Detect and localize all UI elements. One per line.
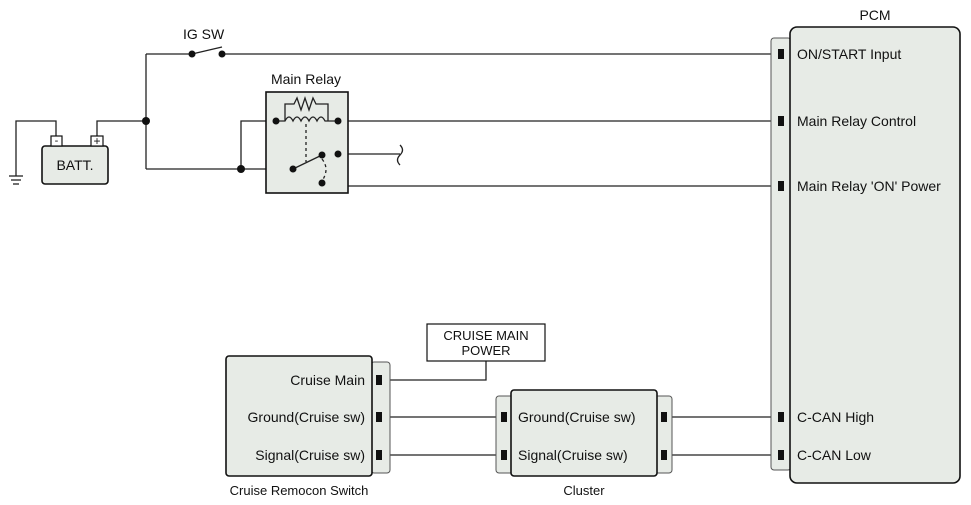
battery-positive-label: +	[93, 134, 100, 148]
relay-coil-feed-wire	[240, 120, 276, 169]
pcm-pin	[778, 181, 784, 191]
remocon-caption: Cruise Remocon Switch	[230, 483, 369, 498]
pcm-can-low-label: C-CAN Low	[797, 447, 872, 463]
pcm-title: PCM	[859, 7, 890, 23]
remocon-signal-label: Signal(Cruise sw)	[255, 447, 365, 463]
cluster-pin	[501, 412, 507, 422]
cluster-pin	[501, 450, 507, 460]
ig-switch-label: IG SW	[183, 26, 225, 42]
relay-switch-arc	[321, 158, 327, 182]
pcm-pin	[778, 49, 784, 59]
pcm-main-relay-on-power-label: Main Relay 'ON' Power	[797, 178, 941, 194]
remocon-pin	[376, 375, 382, 385]
pcm-pin	[778, 450, 784, 460]
cluster: Ground(Cruise sw) Signal(Cruise sw) Clus…	[495, 389, 673, 498]
relay-resistor-icon	[284, 95, 329, 121]
battery-label: BATT.	[56, 157, 93, 173]
cruise-main-power-line1: CRUISE MAIN	[443, 328, 528, 343]
cluster-signal-label: Signal(Cruise sw)	[518, 447, 628, 463]
relay-switch-arm	[292, 154, 323, 170]
remocon-ground-label: Ground(Cruise sw)	[248, 409, 365, 425]
main-relay-label: Main Relay	[271, 71, 341, 87]
cruise-remocon-switch: Cruise Main Ground(Cruise sw) Signal(Cru…	[225, 355, 391, 498]
main-relay: Main Relay	[265, 71, 349, 194]
pcm-connector	[770, 37, 792, 471]
pcm-main-relay-control-label: Main Relay Control	[797, 113, 916, 129]
cluster-pin	[661, 450, 667, 460]
ground-icon	[9, 175, 23, 185]
battery: - + BATT.	[41, 134, 109, 185]
pcm-on-start-label: ON/START Input	[797, 46, 901, 62]
relay-terminal	[272, 117, 280, 125]
relay-terminal	[334, 117, 342, 125]
battery-negative-label: -	[55, 135, 59, 147]
junction-dot	[237, 165, 245, 173]
wire-break-mark	[396, 144, 404, 166]
pcm-module: PCM ON/START Input Main Relay Control Ma…	[770, 7, 961, 484]
pcm-pin	[778, 412, 784, 422]
relay-terminal	[318, 151, 326, 159]
main-relay-on-power-wire	[338, 153, 778, 187]
cluster-caption: Cluster	[563, 483, 605, 498]
remocon-cruise-main-label: Cruise Main	[290, 372, 365, 388]
remocon-pin	[376, 450, 382, 460]
ig-switch-contact	[218, 50, 226, 58]
remocon-pin	[376, 412, 382, 422]
ground-wire	[15, 120, 57, 176]
relay-terminal	[334, 150, 342, 158]
ig-switch-blade	[191, 46, 223, 55]
wiring	[15, 46, 778, 456]
battery-positive-wire	[96, 120, 146, 136]
pcm-pin	[778, 116, 784, 126]
relay-coil-icon	[276, 116, 338, 123]
junction-dot	[142, 117, 150, 125]
junction-dots	[142, 50, 245, 173]
cluster-pin	[661, 412, 667, 422]
relay-terminal	[289, 165, 297, 173]
ig-switch-contact	[188, 50, 196, 58]
cruise-main-power-box: CRUISE MAIN POWER	[426, 323, 546, 362]
relay-terminal	[318, 179, 326, 187]
cluster-ground-label: Ground(Cruise sw)	[518, 409, 635, 425]
pcm-can-high-label: C-CAN High	[797, 409, 874, 425]
cruise-main-power-wire	[385, 361, 487, 381]
cruise-main-power-line2: POWER	[461, 343, 510, 358]
